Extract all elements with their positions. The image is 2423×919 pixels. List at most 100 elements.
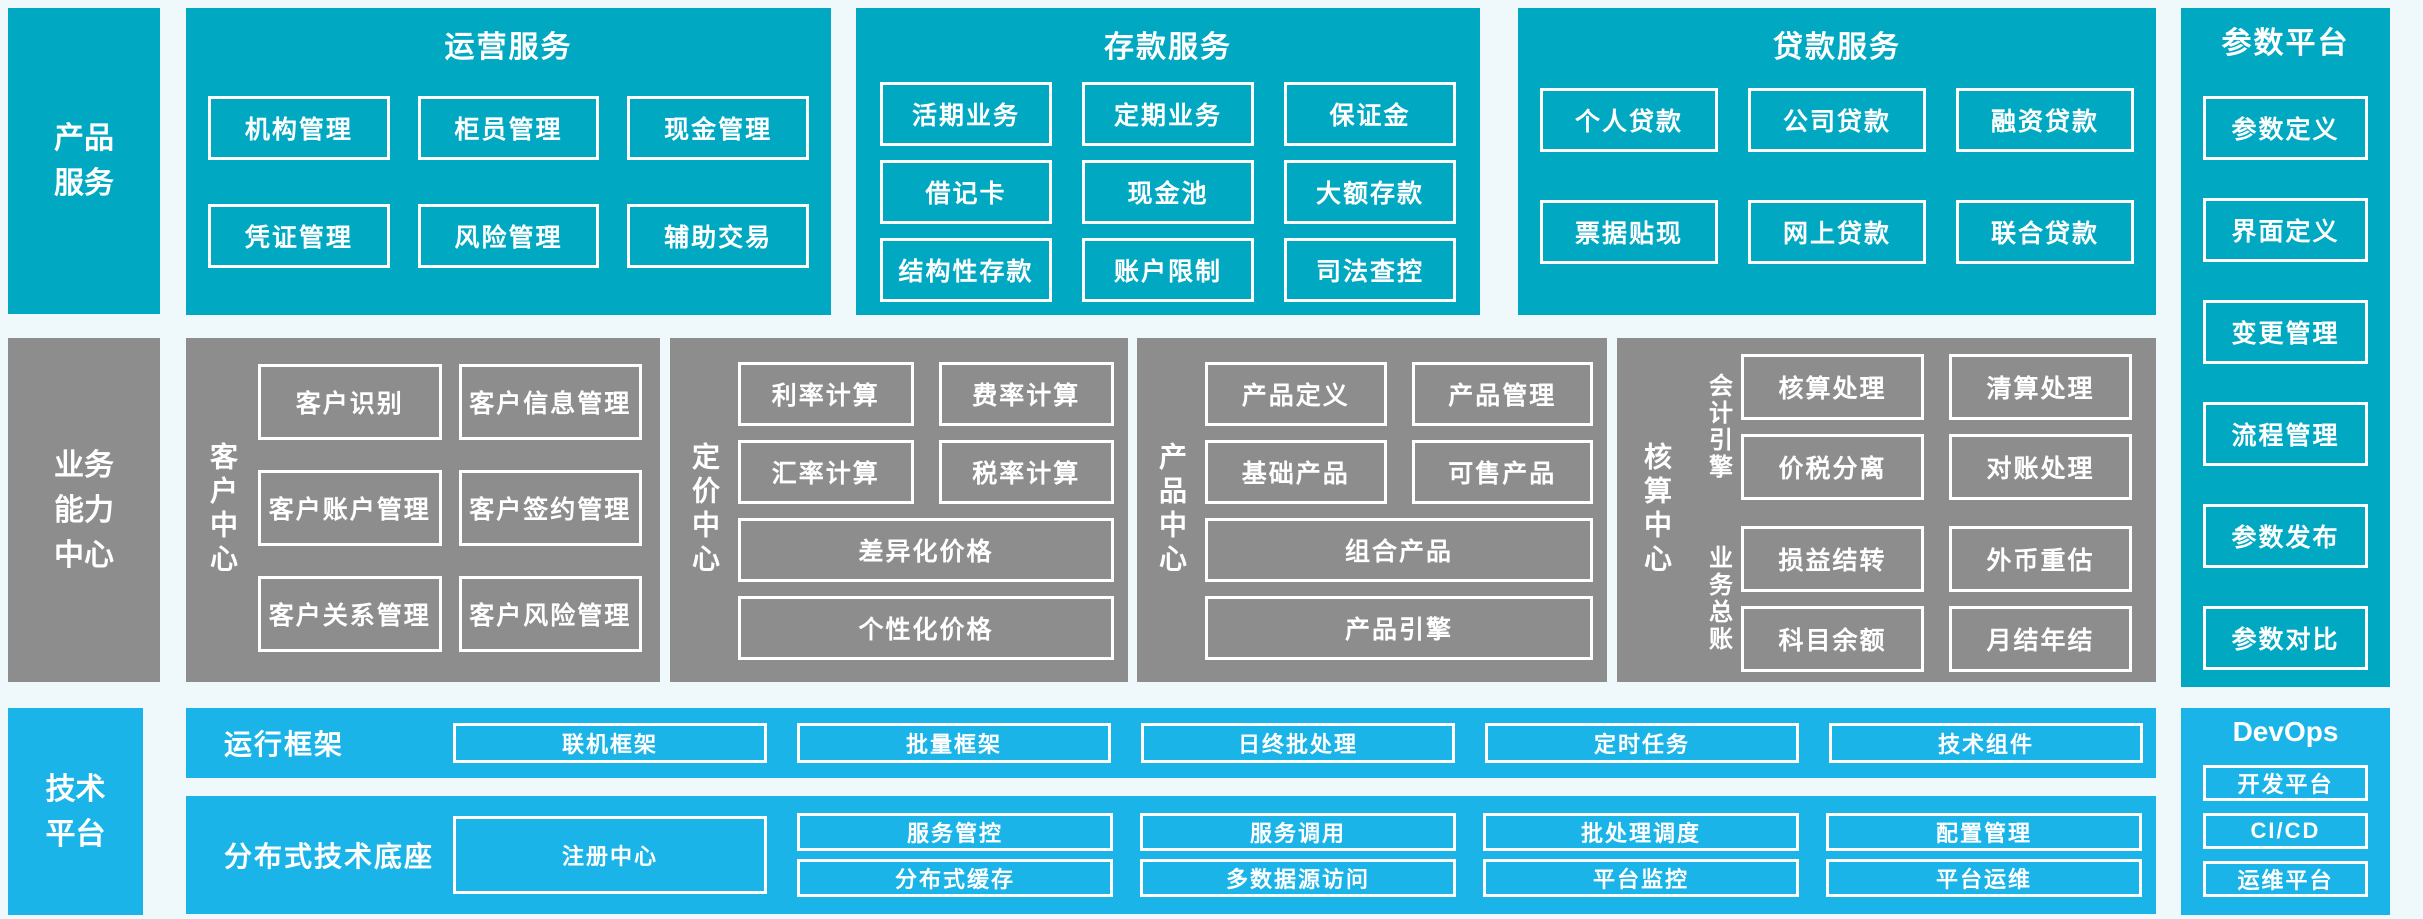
deposits-box: 司法查控	[1284, 238, 1456, 302]
params-box: 参数发布	[2203, 504, 2368, 568]
pricing-center-grid: 利率计算 费率计算 汇率计算 税率计算 差异化价格 个性化价格	[738, 338, 1128, 682]
pricing-box: 个性化价格	[738, 596, 1114, 660]
operations-box: 柜员管理	[417, 96, 600, 160]
operations-box: 机构管理	[208, 96, 390, 160]
devops-box: CI/CD	[2203, 813, 2368, 849]
product-box: 产品引擎	[1205, 596, 1593, 660]
runtime-framework-label: 运行框架	[224, 729, 345, 760]
params-box: 流程管理	[2203, 402, 2368, 466]
pricing-box: 差异化价格	[738, 518, 1114, 582]
customer-box: 客户风险管理	[458, 576, 642, 652]
section-operations: 运营服务 机构管理 柜员管理 现金管理 凭证管理 风险管理 辅助交易	[186, 8, 831, 315]
accounting-group-ledger: 业务总账 损益结转 外币重估 科目余额 月结年结	[1695, 526, 2156, 672]
section-product-center: 产品中心 产品定义 产品管理 基础产品 可售产品 组合产品 产品引擎	[1137, 338, 1607, 682]
customer-center-grid: 客户识别 客户信息管理 客户账户管理 客户签约管理 客户关系管理 客户风险管理	[258, 338, 660, 682]
section-runtime-framework: 运行框架 联机框架 批量框架 日终批处理 定时任务 技术组件	[186, 708, 2156, 778]
pricing-box: 利率计算	[738, 362, 914, 426]
params-platform-grid: 参数定义 界面定义 变更管理 流程管理 参数发布 参数对比	[2181, 96, 2390, 670]
customer-box: 客户签约管理	[458, 470, 642, 546]
loans-box: 联合贷款	[1956, 200, 2134, 264]
distributed-box: 平台监控	[1483, 859, 1799, 897]
accounting-box: 价税分离	[1741, 434, 1924, 500]
section-deposits: 存款服务 活期业务 定期业务 保证金 借记卡 现金池 大额存款 结构性存款 账户…	[856, 8, 1480, 315]
accounting-groups: 会计引擎 核算处理 清算处理 价税分离 对账处理 业务总账 损益结转 外币重估 …	[1695, 338, 2156, 682]
params-box: 变更管理	[2203, 300, 2368, 364]
band-label-tech-platform: 技术 平台	[8, 708, 143, 915]
loans-box: 个人贷款	[1540, 88, 1718, 152]
section-customer-center: 客户中心 客户识别 客户信息管理 客户账户管理 客户签约管理 客户关系管理 客户…	[186, 338, 660, 682]
accounting-box: 清算处理	[1949, 354, 2132, 420]
operations-box: 凭证管理	[208, 204, 390, 268]
section-accounting-center: 核算中心 会计引擎 核算处理 清算处理 价税分离 对账处理 业务总账 损益结转 …	[1617, 338, 2156, 682]
operations-title: 运营服务	[444, 31, 573, 64]
customer-center-label: 客户中心	[207, 442, 238, 578]
distributed-box: 批处理调度	[1483, 813, 1799, 851]
section-pricing-center: 定价中心 利率计算 费率计算 汇率计算 税率计算 差异化价格 个性化价格	[670, 338, 1128, 682]
params-box: 参数定义	[2203, 96, 2368, 160]
pricing-box: 汇率计算	[738, 440, 914, 504]
runtime-framework-grid: 联机框架 批量框架 日终批处理 定时任务 技术组件	[453, 723, 2156, 763]
deposits-box: 借记卡	[880, 160, 1052, 224]
pricing-box: 税率计算	[938, 440, 1114, 504]
deposits-box: 活期业务	[880, 82, 1052, 146]
runtime-box: 日终批处理	[1141, 723, 1455, 763]
pricing-box: 费率计算	[938, 362, 1114, 426]
deposits-box: 现金池	[1082, 160, 1254, 224]
section-params-platform: 参数平台 参数定义 界面定义 变更管理 流程管理 参数发布 参数对比	[2181, 8, 2390, 687]
section-distributed-base: 分布式技术底座 注册中心 服务管控 服务调用 批处理调度 配置管理 分布式缓存 …	[186, 796, 2156, 914]
accounting-group-engine: 会计引擎 核算处理 清算处理 价税分离 对账处理	[1695, 354, 2156, 500]
devops-box: 运维平台	[2203, 861, 2368, 897]
distributed-box: 多数据源访问	[1140, 859, 1456, 897]
accounting-center-label: 核算中心	[1641, 442, 1672, 578]
distributed-base-grid: 服务管控 服务调用 批处理调度 配置管理 分布式缓存 多数据源访问 平台监控 平…	[797, 813, 2156, 897]
accounting-engine-label: 会计引擎	[1704, 373, 1732, 481]
band-label-business-capability-center: 业务 能力 中心	[8, 338, 160, 682]
operations-box: 辅助交易	[627, 204, 809, 268]
operations-box: 风险管理	[417, 204, 600, 268]
accounting-box: 月结年结	[1949, 606, 2132, 672]
accounting-box: 损益结转	[1741, 526, 1924, 592]
operations-box: 现金管理	[627, 96, 809, 160]
distributed-box: 配置管理	[1826, 813, 2142, 851]
loans-box: 融资贷款	[1956, 88, 2134, 152]
deposits-title: 存款服务	[1104, 31, 1232, 64]
runtime-box: 技术组件	[1829, 723, 2143, 763]
deposits-grid: 活期业务 定期业务 保证金 借记卡 现金池 大额存款 结构性存款 账户限制 司法…	[856, 82, 1480, 302]
product-center-grid: 产品定义 产品管理 基础产品 可售产品 组合产品 产品引擎	[1205, 338, 1607, 682]
deposits-box: 账户限制	[1082, 238, 1254, 302]
deposits-box: 定期业务	[1082, 82, 1254, 146]
product-center-label: 产品中心	[1156, 442, 1187, 578]
pricing-center-label: 定价中心	[689, 442, 720, 578]
accounting-engine-grid: 核算处理 清算处理 价税分离 对账处理	[1741, 354, 2156, 500]
customer-box: 客户账户管理	[258, 470, 442, 546]
loans-box: 公司贷款	[1748, 88, 1926, 152]
runtime-box: 联机框架	[453, 723, 767, 763]
product-box: 组合产品	[1205, 518, 1593, 582]
customer-box: 客户信息管理	[458, 364, 642, 440]
customer-box: 客户关系管理	[258, 576, 442, 652]
band-label-product-services: 产品 服务	[8, 8, 160, 314]
devops-box: 开发平台	[2203, 765, 2368, 801]
accounting-box: 对账处理	[1949, 434, 2132, 500]
loans-grid: 个人贷款 公司贷款 融资贷款 票据贴现 网上贷款 联合贷款	[1518, 88, 2156, 264]
distributed-box: 服务管控	[797, 813, 1113, 851]
params-box: 界面定义	[2203, 198, 2368, 262]
accounting-box: 外币重估	[1949, 526, 2132, 592]
registry-center-box: 注册中心	[453, 816, 767, 894]
deposits-box: 保证金	[1284, 82, 1456, 146]
distributed-box: 平台运维	[1826, 859, 2142, 897]
product-box: 基础产品	[1205, 440, 1387, 504]
business-ledger-grid: 损益结转 外币重估 科目余额 月结年结	[1741, 526, 2156, 672]
runtime-box: 批量框架	[797, 723, 1111, 763]
business-ledger-label: 业务总账	[1704, 545, 1732, 653]
params-platform-title: 参数平台	[2221, 27, 2350, 60]
distributed-box: 分布式缓存	[797, 859, 1113, 897]
operations-grid: 机构管理 柜员管理 现金管理 凭证管理 风险管理 辅助交易	[186, 96, 831, 268]
customer-box: 客户识别	[258, 364, 442, 440]
loans-title: 贷款服务	[1773, 31, 1901, 64]
params-box: 参数对比	[2203, 606, 2368, 670]
section-loans: 贷款服务 个人贷款 公司贷款 融资贷款 票据贴现 网上贷款 联合贷款	[1518, 8, 2156, 315]
deposits-box: 结构性存款	[880, 238, 1052, 302]
runtime-box: 定时任务	[1485, 723, 1799, 763]
